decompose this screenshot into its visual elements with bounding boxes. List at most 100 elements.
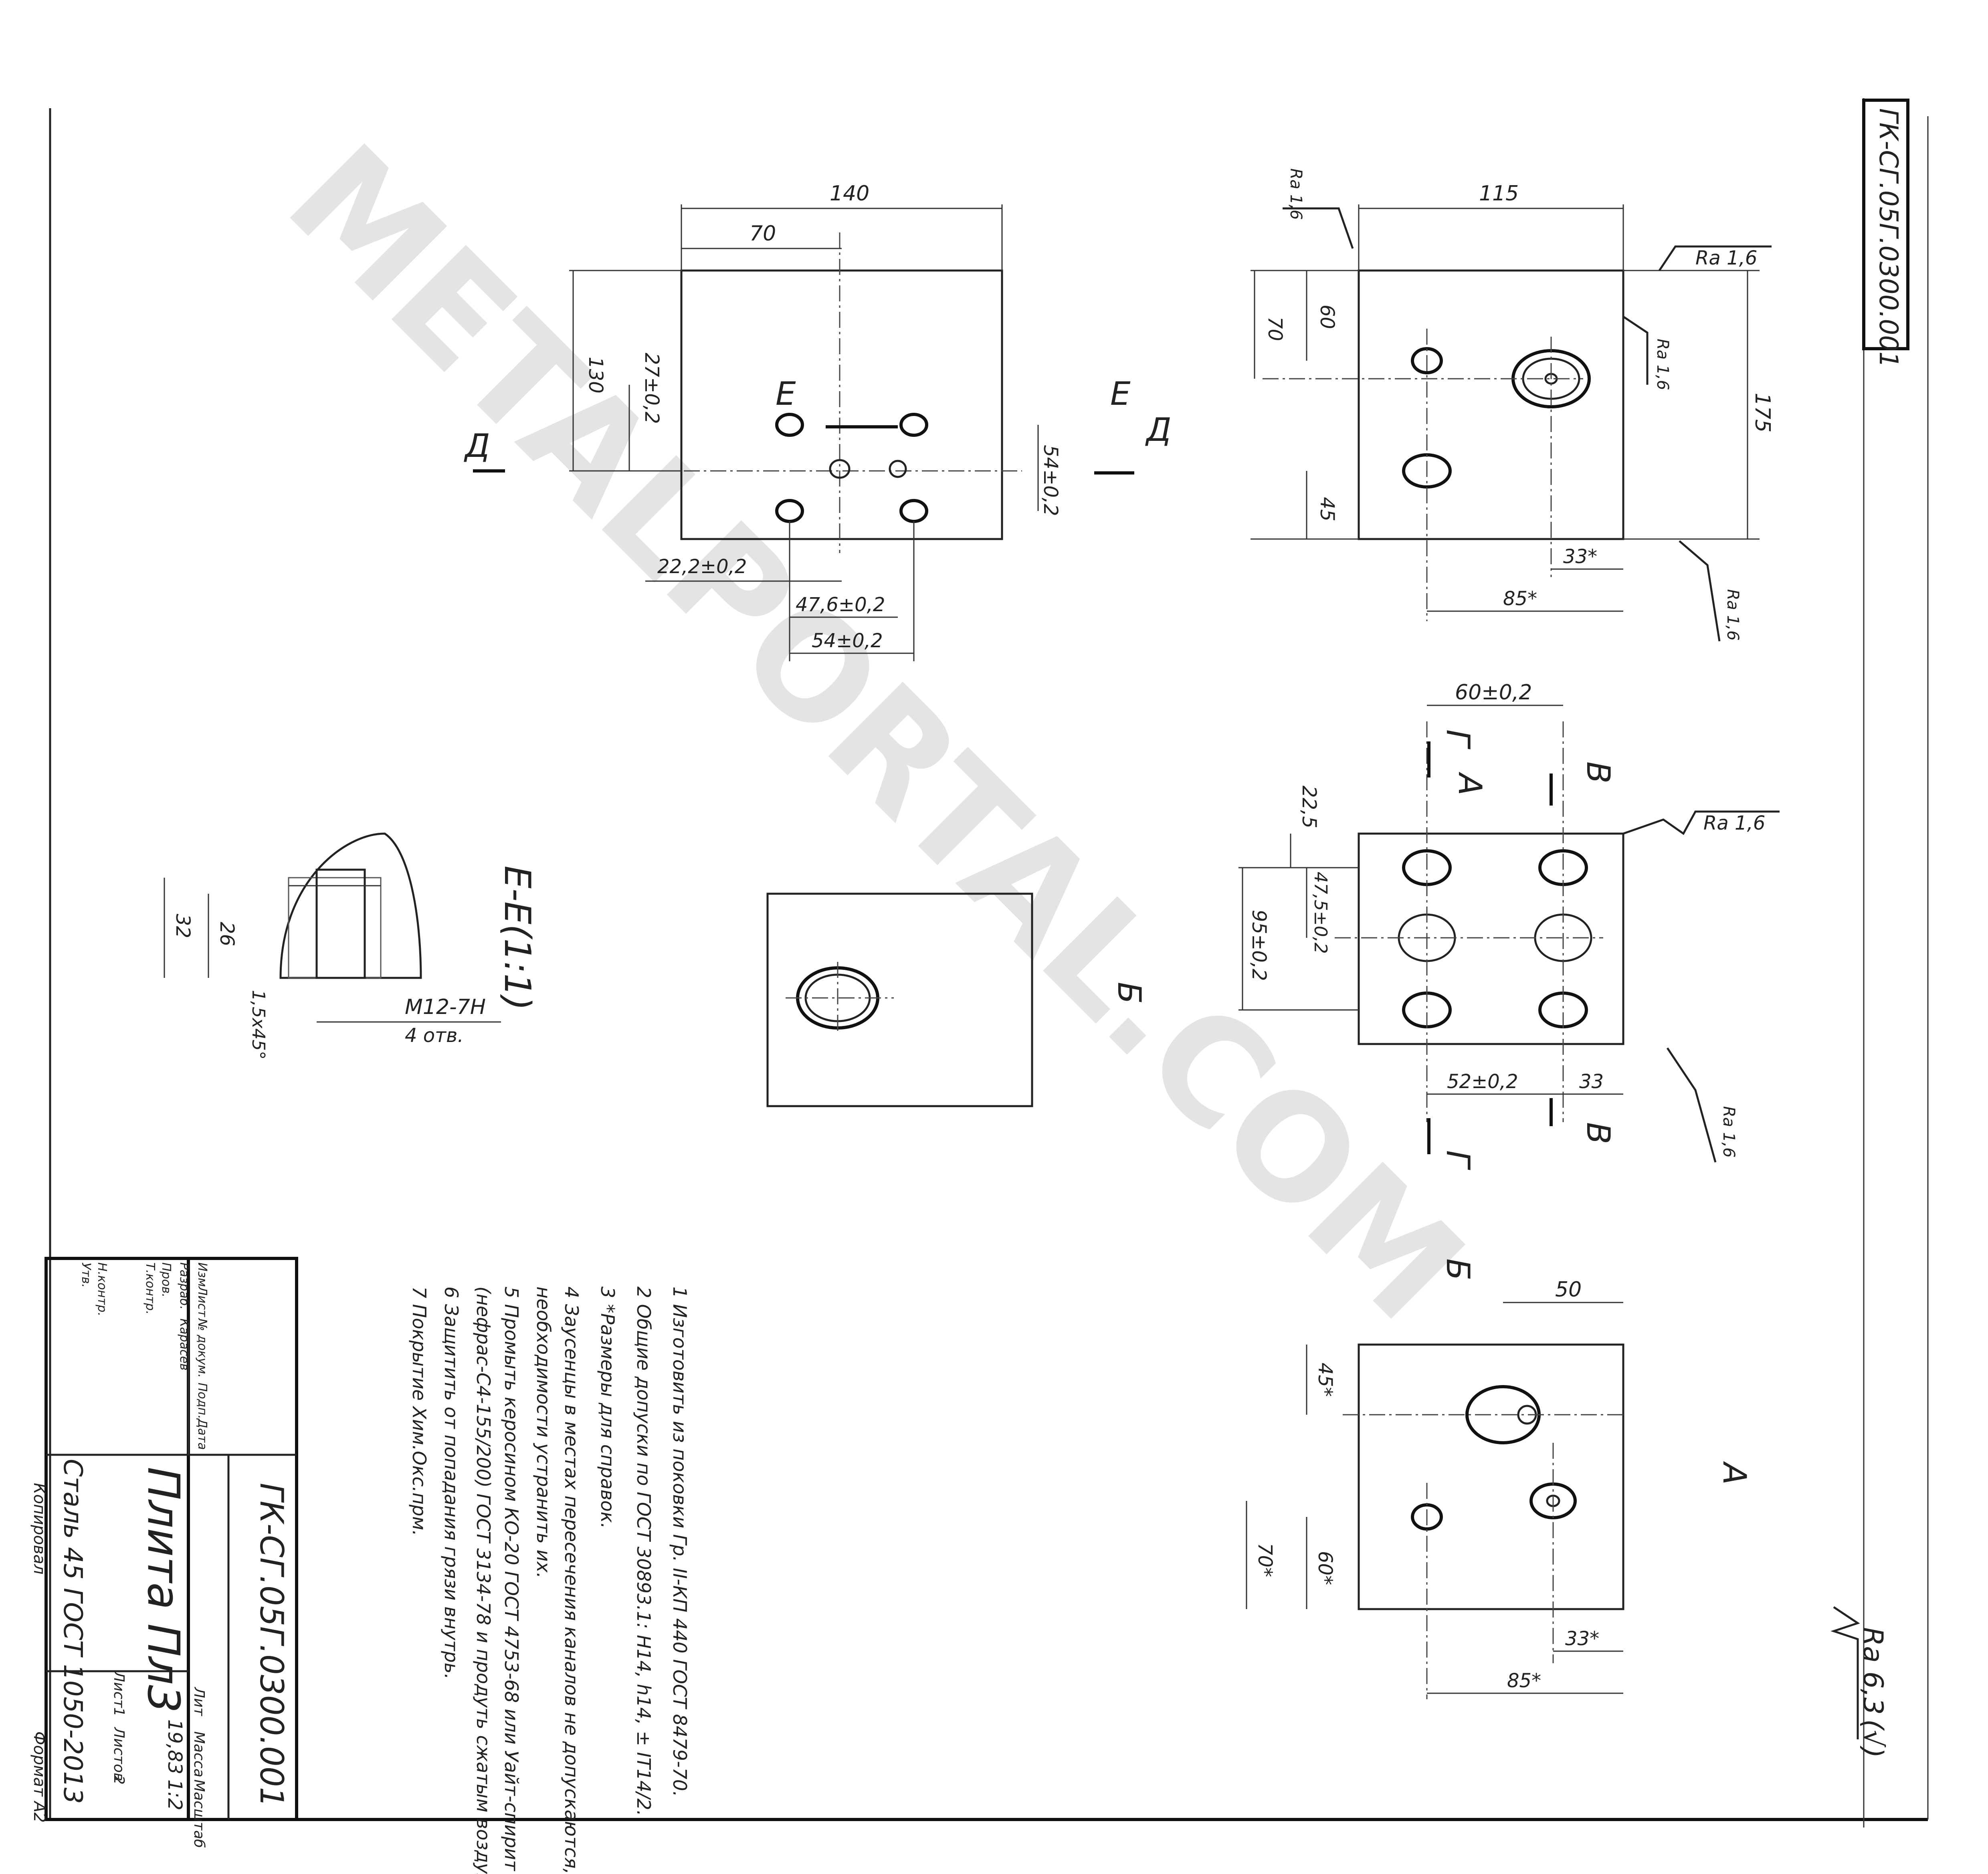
- dim-70-star: 70*: [1254, 1543, 1276, 1577]
- technical-notes: 1 Изготовить из поковки Гр. II-КП 440 ГО…: [408, 1286, 691, 1874]
- dim-45-star: 45*: [1314, 1363, 1336, 1397]
- note-4: 4 Заусенцы в местах пересечения каналов …: [561, 1286, 582, 1874]
- cut-e-right: Е: [1110, 375, 1131, 412]
- view-b-label: Б: [1111, 982, 1148, 1004]
- mass-value: 19,83: [164, 1719, 186, 1774]
- cut-d-right: Д: [1145, 411, 1172, 448]
- dim-60-v: 60: [1316, 305, 1338, 329]
- part-name: Плита Пл3: [138, 1467, 189, 1713]
- dim-140: 140: [830, 182, 869, 206]
- dim-chamfer: 1,5x45°: [248, 990, 269, 1060]
- view-b: Б: [766, 893, 1148, 1107]
- row-izm: Изм: [195, 1262, 209, 1287]
- ra-top-right: Ra 1,6: [1695, 247, 1757, 269]
- dim-175: 175: [1750, 393, 1774, 432]
- section-ee-label: Е-Е(1:1): [496, 866, 538, 1010]
- dim-45-v: 45: [1316, 497, 1338, 521]
- copied-by: Копировал: [30, 1483, 48, 1575]
- corner-stamp: ГК-СГ.05Г.0300.001: [1862, 99, 1909, 368]
- cut-e-left: Е: [776, 375, 796, 412]
- scale-label: Масштаб: [191, 1779, 207, 1848]
- watermark-text: METALPORTAL.COM: [257, 114, 1495, 1352]
- dim-50: 50: [1555, 1278, 1582, 1302]
- dim-95: 95±0,2: [1248, 910, 1270, 981]
- dim-70-v: 70: [1264, 317, 1286, 341]
- cut-d-left: Д: [464, 427, 490, 464]
- view-a-label: А: [1716, 1461, 1753, 1485]
- section-ee: Е-Е(1:1) 32 26 1,5x45° M12-7H 4 отв.: [164, 832, 538, 1060]
- row-list: Лист: [195, 1286, 209, 1318]
- frame: [46, 98, 1929, 1828]
- cut-g-top: Г: [1439, 729, 1477, 749]
- note-5: 5 Промыть керосином КО-20 ГОСТ 4753-68 и…: [501, 1286, 522, 1871]
- cut-v-top: В: [1580, 761, 1617, 784]
- role-approve: Утв.: [79, 1262, 93, 1288]
- mass-label: Масса: [191, 1731, 207, 1777]
- cut-a: А: [1451, 771, 1489, 796]
- dim-47-5: 47,5±0,2: [1310, 872, 1331, 954]
- dim-115: 115: [1479, 182, 1519, 206]
- dim-22-5: 22,5: [1298, 786, 1320, 828]
- cut-v-bottom: В: [1580, 1122, 1617, 1144]
- note-5b: (нефрас-С4-155/200) ГОСТ 3134-78 и проду…: [473, 1286, 494, 1874]
- dim-47-6: 47,6±0,2: [796, 594, 885, 616]
- note-6: 6 Защитить от попадания грязи внутрь.: [440, 1286, 462, 1679]
- svg-text:(√): (√): [1857, 1719, 1889, 1758]
- sheet-label: Лист: [111, 1670, 127, 1708]
- general-roughness: Ra 6,3 (√): [1830, 1606, 1889, 1758]
- dim-33-star: 33*: [1563, 545, 1597, 568]
- right-middle-view: 60±0,2 22,5 47,5±0,2 95±0,2 52±0,2 33 Г …: [1238, 681, 1780, 1170]
- sheet-format: Формат А2: [30, 1731, 48, 1823]
- material: Сталь 45 ГОСТ 1050-2013: [58, 1459, 87, 1804]
- dim-33: 33: [1579, 1070, 1604, 1093]
- dim-33-star-a: 33*: [1565, 1628, 1599, 1650]
- dim-52-02: 52±0,2: [1447, 1070, 1518, 1093]
- main-top-view: 140 70 130 27±0,2 54±0,2 22,2±0,2 47,6±0…: [464, 182, 1172, 661]
- row-doc: № докум.: [195, 1318, 209, 1378]
- sheets-value: 2: [111, 1775, 127, 1785]
- sheet-value: 1: [111, 1707, 127, 1716]
- note-1: 1 Изготовить из поковки Гр. II-КП 440 ГО…: [669, 1286, 691, 1797]
- note-3: 3 *Размеры для справок.: [597, 1286, 618, 1529]
- role-checker: Пров.: [159, 1262, 173, 1297]
- view-a: 50 45* 60* 70* 33* 85* Б А: [1246, 1258, 1753, 1699]
- note-7: 7 Покрытие Хим.Окс.прм.: [408, 1286, 430, 1536]
- watermark: METALPORTAL.COM: [257, 114, 1495, 1352]
- note-2: 2 Общие допуски по ГОСТ 30893.1: H14, h1…: [633, 1286, 655, 1816]
- dim-32: 32: [172, 914, 194, 938]
- general-roughness-text: Ra 6,3: [1857, 1627, 1889, 1715]
- ra-middle-bottom: Ra 1,6: [1719, 1106, 1738, 1158]
- ra-right-face: Ra 1,6: [1653, 339, 1672, 390]
- ra-top-left: Ra 1,6: [1287, 168, 1305, 220]
- thread-count: 4 отв.: [405, 1024, 464, 1047]
- ra-middle-top: Ra 1,6: [1703, 812, 1765, 834]
- dim-54-right: 54±0,2: [1039, 445, 1062, 516]
- dim-85-star: 85*: [1503, 588, 1537, 610]
- row-sign: Подп.: [195, 1383, 209, 1419]
- lit-label: Лит: [191, 1686, 207, 1716]
- sheets-label: Листов: [111, 1727, 127, 1781]
- thread-label: M12-7H: [405, 995, 486, 1019]
- title-doc-number: ГК-СГ.05Г.0300.001: [253, 1483, 290, 1807]
- dim-130: 130: [584, 357, 607, 394]
- right-top-view: 115 175 70 60 45 33* 85* Ra 1,6 Ra 1,6 R…: [1251, 168, 1774, 642]
- dim-70: 70: [750, 222, 776, 246]
- row-date: Дата: [195, 1418, 209, 1450]
- dim-26: 26: [216, 922, 238, 946]
- dim-85-star-a: 85*: [1507, 1670, 1541, 1692]
- corner-doc-number: ГК-СГ.05Г.0300.001: [1873, 108, 1903, 368]
- note-4b: необходимости устранить их.: [533, 1286, 554, 1578]
- dim-54-bottom: 54±0,2: [812, 630, 883, 652]
- role-tcontrol: Т.контр.: [143, 1262, 157, 1315]
- dim-27: 27±0,2: [640, 353, 663, 424]
- role-ncontrol: Н.контр.: [95, 1262, 109, 1316]
- dim-60-02: 60±0,2: [1455, 681, 1532, 705]
- developer-name: Карасев: [177, 1319, 191, 1371]
- dim-60-star: 60*: [1314, 1551, 1336, 1585]
- cut-b: Б: [1439, 1258, 1477, 1280]
- ra-bottom-right: Ra 1,6: [1723, 589, 1742, 641]
- title-block: ГК-СГ.05Г.0300.001 Плита Пл3 Сталь 45 ГО…: [30, 1257, 298, 1848]
- scale-value: 1:2: [164, 1779, 186, 1810]
- role-developer: Разраб.: [177, 1262, 191, 1310]
